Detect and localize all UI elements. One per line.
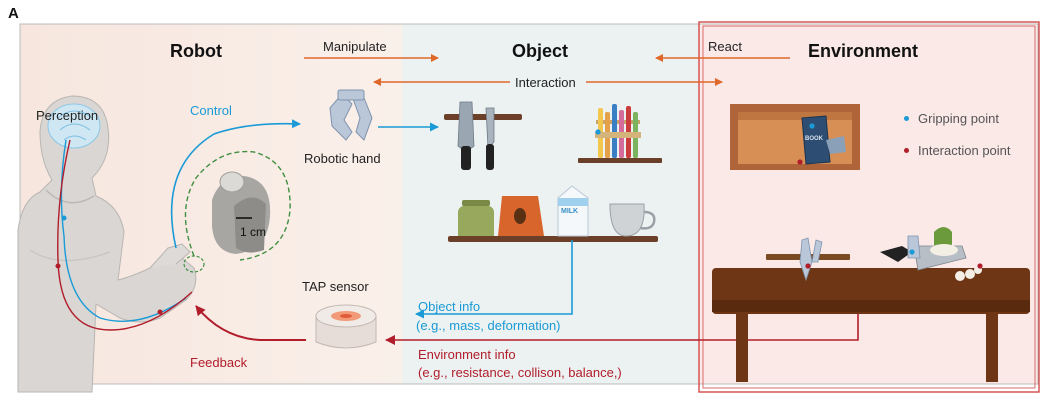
zoomed-fingertip-photo <box>212 171 271 254</box>
book-cover-text: BOOK <box>805 136 823 142</box>
object-info-title: Object info <box>418 299 481 314</box>
robotic-hand-image <box>329 89 373 141</box>
tap-sensor-image <box>315 304 377 349</box>
fingertip-highlight <box>183 255 205 273</box>
environment-frame-outer <box>698 21 1040 393</box>
bookshelf-image <box>730 104 860 170</box>
test-tube-rack-image <box>578 104 662 163</box>
table-image <box>712 227 1030 382</box>
environment-info-title: Environment info <box>418 347 516 362</box>
feedback-label: Feedback <box>190 355 248 370</box>
robotic-hand-label: Robotic hand <box>304 151 381 166</box>
environment-frame-inner <box>702 25 1036 389</box>
perception-label: Perception <box>36 108 99 123</box>
diagram-border <box>19 23 1039 385</box>
object-info-detail: (e.g., mass, deformation) <box>416 318 561 333</box>
manipulate-label: Manipulate <box>323 39 387 54</box>
control-arrow <box>170 119 301 249</box>
kitchen-shelf-image <box>448 185 658 242</box>
environment-info-detail: (e.g., resistance, collison, balance,) <box>418 365 622 380</box>
panel-label: A <box>8 5 19 22</box>
robot-red-wire <box>57 139 193 331</box>
feedback-arrow <box>195 305 306 341</box>
zoom-callout <box>184 150 291 261</box>
tap-sensor-label: TAP sensor <box>302 279 369 294</box>
scale-bar-label: 1 cm <box>240 225 267 239</box>
object-section-bg <box>402 24 698 384</box>
interaction-point-legend-dot <box>904 148 909 153</box>
gripping-point-legend-dot <box>904 116 909 121</box>
control-label: Control <box>190 103 232 118</box>
knife-rack-image <box>444 101 522 170</box>
milk-carton-text: MILK <box>561 208 579 215</box>
section-title-environment: Environment <box>808 41 919 61</box>
environment-section-bg <box>698 24 1038 384</box>
section-title-object: Object <box>512 41 569 61</box>
interaction-point-legend-label: Interaction point <box>918 143 1011 158</box>
section-title-robot: Robot <box>170 41 222 61</box>
gripping-point-legend-label: Gripping point <box>918 111 999 126</box>
object-info-arrow <box>415 240 573 319</box>
interaction-label: Interaction <box>515 75 576 90</box>
react-label: React <box>708 39 742 54</box>
